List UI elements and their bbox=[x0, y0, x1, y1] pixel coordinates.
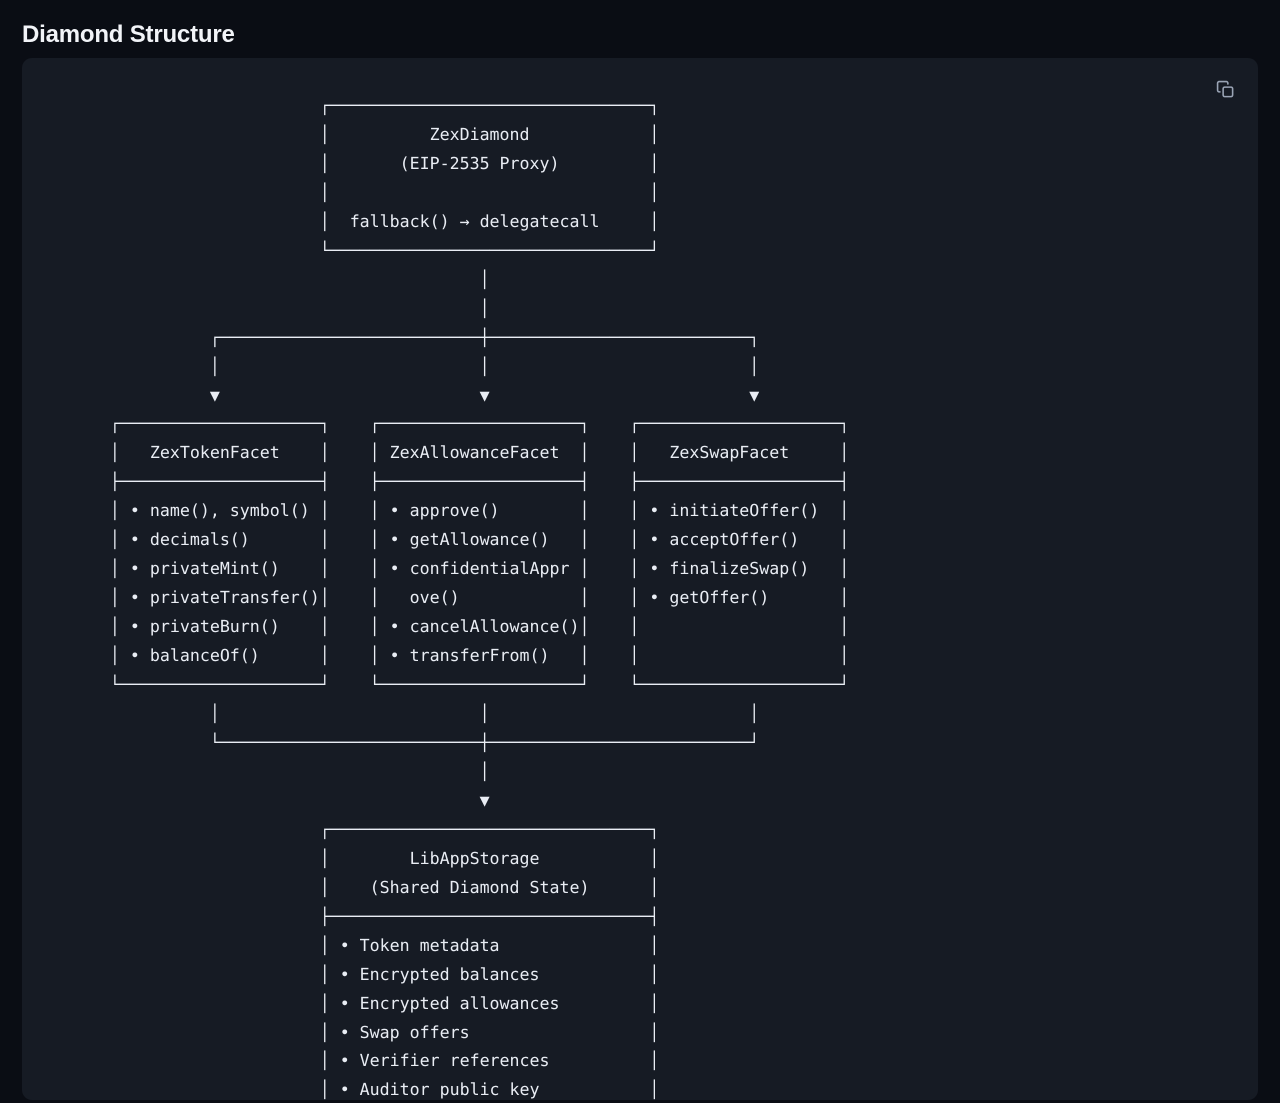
diagram-card: ┌────────────────────────────────┐ │ Zex… bbox=[22, 58, 1258, 1100]
page-title: Diamond Structure bbox=[22, 21, 235, 49]
diagram-ascii-art: ┌────────────────────────────────┐ │ Zex… bbox=[109, 96, 850, 1100]
copy-icon bbox=[1216, 80, 1235, 99]
copy-button[interactable] bbox=[1210, 74, 1240, 104]
